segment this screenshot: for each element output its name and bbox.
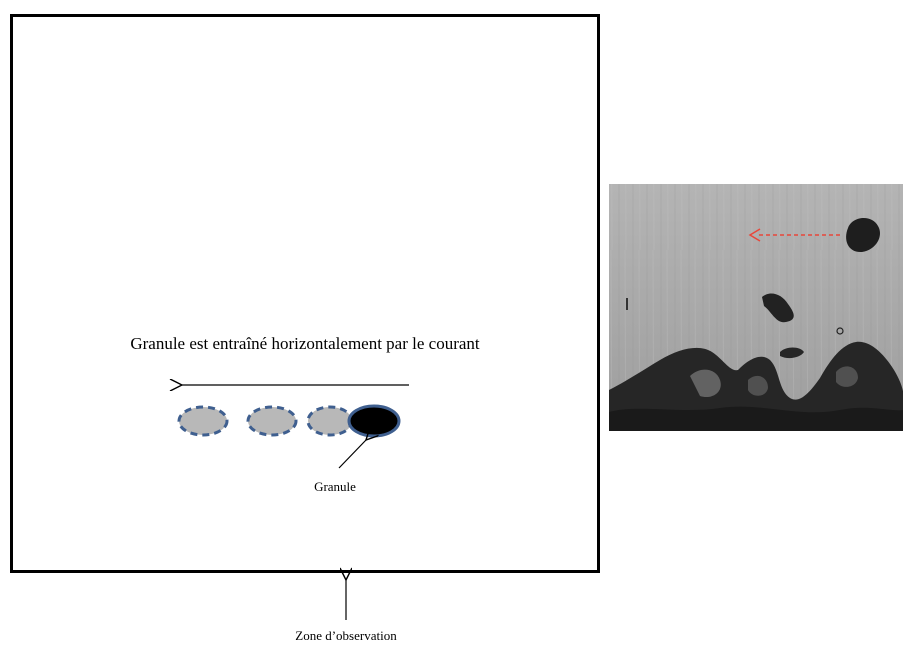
observation-photo: [609, 184, 903, 431]
granule-shape: [347, 404, 401, 438]
ghost-granule-2: [246, 405, 298, 437]
zone-label: Zone d’observation: [295, 628, 397, 643]
observation-frame: [10, 14, 600, 573]
caption-text: Granule est entraîné horizontalement par…: [130, 334, 480, 353]
ghost-granule-3: [306, 405, 354, 437]
ghost-granule-1: [177, 405, 229, 437]
granule-label: Granule: [314, 479, 356, 494]
granule-pointer-arrow: [338, 440, 366, 469]
photo-granule: [846, 217, 881, 253]
